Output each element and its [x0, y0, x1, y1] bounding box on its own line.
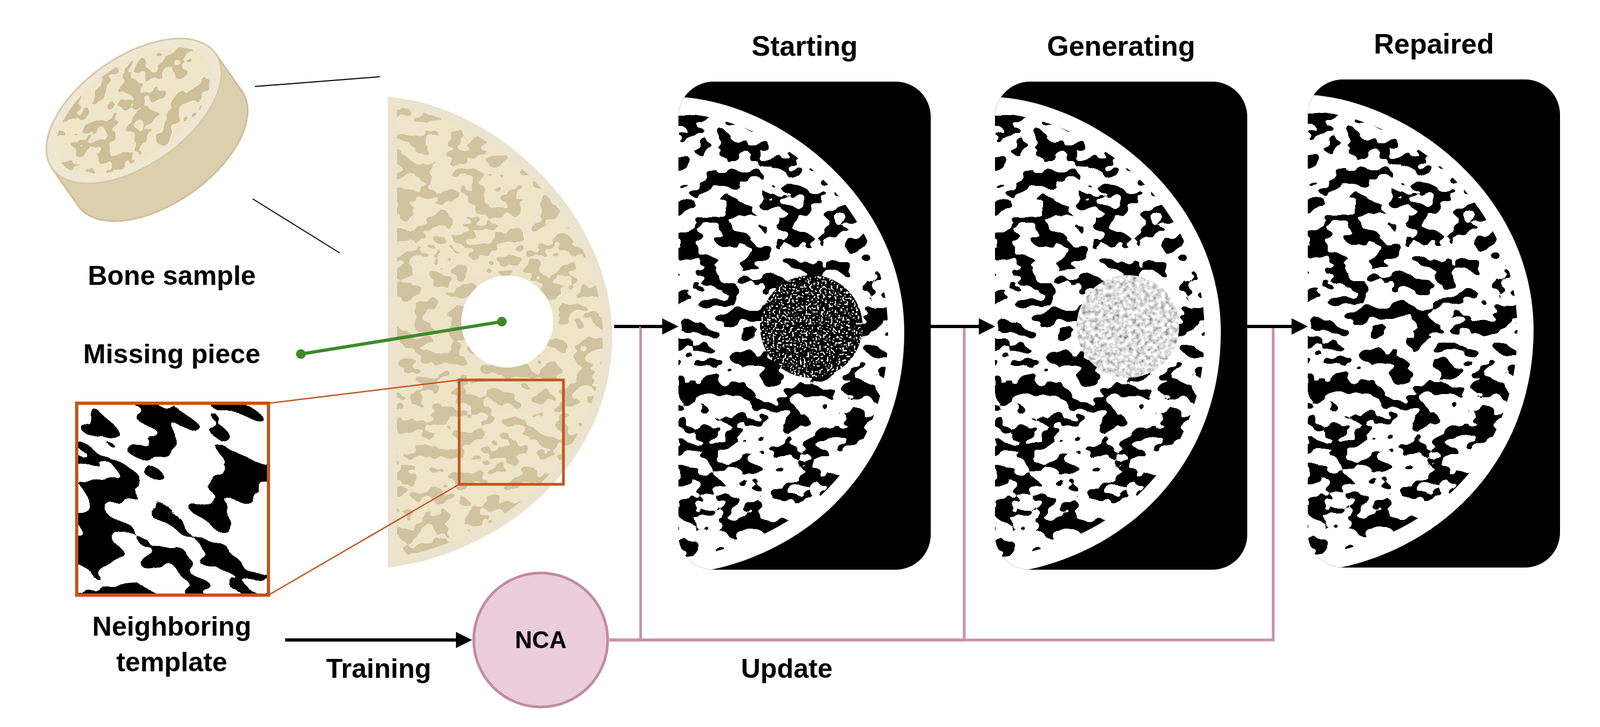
trabecular [1307, 79, 1561, 568]
sample-trabecular [34, 21, 234, 200]
connector [609, 318, 679, 640]
ct-panel [673, 81, 931, 574]
text-block: Neighboring template [58, 608, 286, 680]
trabecular-texture [1307, 79, 1561, 568]
text-block: Repaired [1307, 19, 1561, 69]
edge-label: Training [326, 651, 432, 685]
generating-texture [1070, 270, 1186, 386]
text-block: Generating [995, 21, 1248, 71]
connector [609, 318, 996, 640]
bone-sample [21, 9, 274, 251]
node-text: NCA [514, 625, 567, 654]
noise-texture [754, 270, 869, 386]
trabecular [995, 81, 1248, 570]
connector-line [285, 637, 459, 642]
panel-title: Generating [995, 21, 1248, 71]
template-region [459, 379, 564, 484]
zoom-line [252, 198, 340, 253]
sample-top [21, 9, 247, 213]
panel-content [995, 81, 1248, 570]
text-block: Starting [678, 21, 931, 71]
image-panel: Generating [995, 21, 1248, 570]
ct-panel [989, 81, 1248, 574]
panel-content [678, 81, 931, 570]
generating-region [1070, 270, 1186, 386]
ct-panel [1302, 79, 1561, 571]
connector [1247, 318, 1308, 335]
template-border [76, 402, 269, 595]
arrow-head [1291, 318, 1308, 335]
panel-title: Starting [678, 21, 931, 71]
arrow-head [662, 318, 679, 335]
zoom-line [268, 379, 460, 403]
panel-title: Repaired [1307, 19, 1561, 69]
leader-line [300, 321, 502, 354]
connector-line [1247, 324, 1294, 328]
flow-line [614, 324, 643, 328]
leader-dot [496, 316, 507, 327]
zoom-line [254, 76, 380, 87]
connector [285, 631, 473, 648]
arrow-head [978, 318, 996, 335]
arrow-head [455, 631, 473, 648]
connector [609, 318, 1308, 640]
template-image [0, 278, 393, 717]
panel-content [1307, 79, 1561, 568]
figure-label: Missing piece [83, 337, 261, 371]
model-circle: NCA [472, 570, 610, 709]
circle-outline [473, 572, 608, 707]
connector-line [1273, 324, 1294, 328]
template-texture [76, 402, 269, 595]
trabecular-texture [995, 81, 1248, 570]
image-panel: Repaired [1307, 19, 1561, 570]
connector-line [964, 324, 981, 328]
missing-hole [461, 275, 554, 368]
connector-line [609, 326, 1274, 640]
trabecular [678, 81, 931, 570]
connector [930, 318, 996, 335]
arrow-head [978, 318, 996, 335]
leader-dot [296, 348, 306, 359]
text-block: NCA [472, 570, 610, 709]
edge-label: Update [741, 651, 833, 685]
connector-line [930, 324, 981, 328]
noise-region [754, 270, 869, 386]
connector-line [609, 326, 641, 640]
trabecular-texture [34, 21, 234, 200]
zoom-line [268, 483, 460, 595]
node-text: Neighboring template [58, 608, 286, 680]
cortex-rim [387, 97, 613, 568]
trabecular-texture [678, 81, 931, 570]
connector-line [609, 326, 965, 640]
arrow-head [1291, 318, 1308, 335]
template-box: Neighboring template [58, 402, 286, 684]
missing-leader [296, 316, 507, 359]
image-panel: Starting [678, 21, 931, 570]
trabecular-texture [76, 402, 269, 595]
connector-line [640, 324, 665, 328]
figure-label: Bone sample [87, 259, 256, 292]
